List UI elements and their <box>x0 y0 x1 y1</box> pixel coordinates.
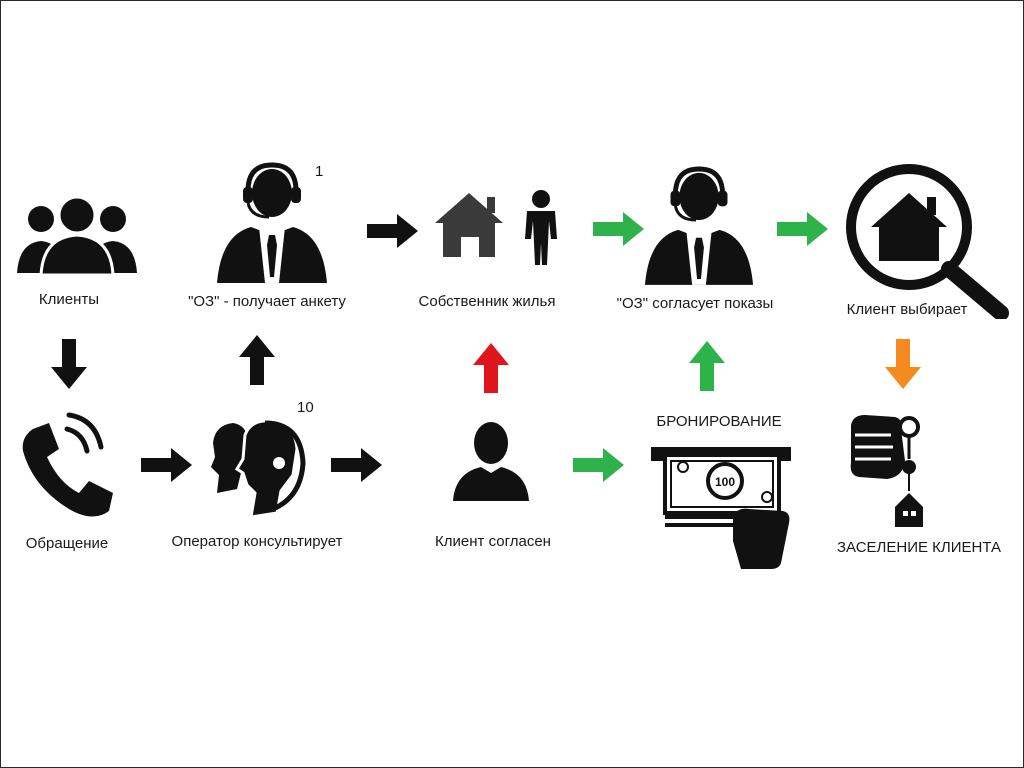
oz-agrees-label: "ОЗ" согласует показы <box>616 295 774 312</box>
step-number-1: 1 <box>315 163 324 180</box>
cash-payment-icon: 100 <box>651 447 791 569</box>
phone-icon <box>22 412 113 517</box>
arrow-right-black <box>367 214 418 248</box>
arrow-up-black <box>239 335 275 385</box>
check-in-label: ЗАСЕЛЕНИЕ КЛИЕНТА <box>836 539 1002 556</box>
client-agrees-label: Клиент согласен <box>435 533 551 550</box>
house-search-icon <box>846 164 1009 319</box>
owner-label: Собственник жилья <box>418 293 556 310</box>
arrow-right-green-2 <box>777 212 828 246</box>
operator-consults-label: Оператор консультирует <box>171 533 343 550</box>
arrow-right-green-3 <box>573 448 624 482</box>
arrow-down-black <box>51 339 87 389</box>
keys-in-hand-icon <box>850 415 923 527</box>
operator-headset-icon-2 <box>644 166 754 285</box>
group-of-people-icon <box>17 195 137 277</box>
arrow-right-black-2 <box>141 448 192 482</box>
arrow-right-green <box>593 212 644 246</box>
call-center-operators-icon <box>211 419 306 519</box>
house-and-person-icon <box>435 190 557 265</box>
clients-label: Клиенты <box>38 291 100 308</box>
booking-label: БРОНИРОВАНИЕ <box>656 413 782 430</box>
person-silhouette-icon <box>453 422 529 501</box>
client-chooses-label: Клиент выбирает <box>846 301 968 318</box>
arrow-up-red <box>473 343 509 393</box>
arrow-right-black-3 <box>331 448 382 482</box>
svg-text:100: 100 <box>715 475 735 489</box>
operator-headset-icon <box>217 162 327 283</box>
arrow-up-green <box>689 341 725 391</box>
request-label: Обращение <box>25 535 109 552</box>
oz-receives-label: "ОЗ" - получает анкету <box>188 293 346 310</box>
arrow-down-orange <box>885 339 921 389</box>
step-number-10: 10 <box>297 399 314 416</box>
